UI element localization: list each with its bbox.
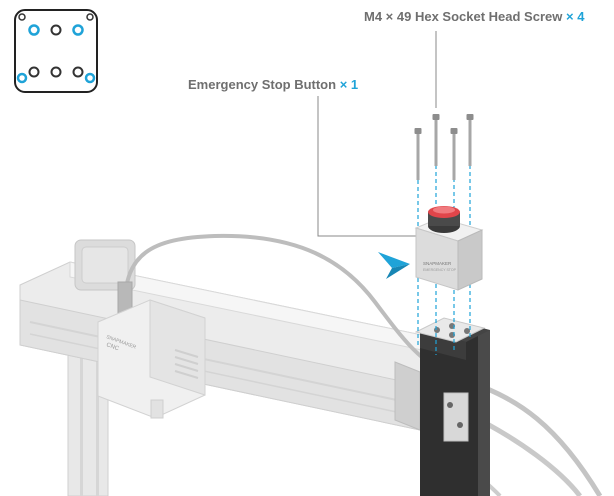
hole-row-top <box>18 13 94 36</box>
hole-highlighted <box>72 24 84 36</box>
blue-arrow-icon <box>378 252 410 279</box>
leader-lines <box>317 31 437 237</box>
hole <box>50 24 62 36</box>
vent-slots <box>174 349 199 379</box>
hole <box>28 66 40 78</box>
button-callout-label: Emergency Stop Button <box>188 77 337 92</box>
emergency-stop-button: SNAPMAKER EMERGENCY STOP <box>414 206 484 291</box>
cnc-module <box>97 299 206 419</box>
hole <box>50 66 62 78</box>
hole <box>18 13 26 21</box>
estop-name-text: EMERGENCY STOP <box>423 268 457 272</box>
hole-highlighted <box>16 72 28 84</box>
screw <box>414 128 422 180</box>
hole <box>86 13 94 21</box>
button-callout-quantity: × 1 <box>339 77 359 92</box>
screws <box>414 114 474 180</box>
rail-end-plate <box>394 361 421 431</box>
button-callout: Emergency Stop Button × 1 <box>188 77 358 92</box>
screw <box>466 114 474 166</box>
hole-layout-inset <box>14 9 98 93</box>
vertical-linear-module <box>414 317 490 496</box>
mount-plate <box>414 317 486 343</box>
side-bracket <box>443 392 469 442</box>
screw-callout-label: M4 × 49 Hex Socket Head Screw <box>364 9 563 24</box>
screw-callout: M4 × 49 Hex Socket Head Screw × 4 <box>364 9 584 24</box>
screw <box>432 114 440 166</box>
hole-highlighted <box>28 24 40 36</box>
button-leader-line <box>317 96 418 237</box>
module-name-text: CNC <box>105 342 120 352</box>
estop-brand-text: SNAPMAKER <box>423 261 452 266</box>
spindle-collet <box>150 399 164 419</box>
hole-highlighted <box>84 72 96 84</box>
screw-callout-quantity: × 4 <box>565 9 585 24</box>
screw <box>450 128 458 180</box>
hole <box>72 66 84 78</box>
hole-row-bottom <box>16 66 96 84</box>
